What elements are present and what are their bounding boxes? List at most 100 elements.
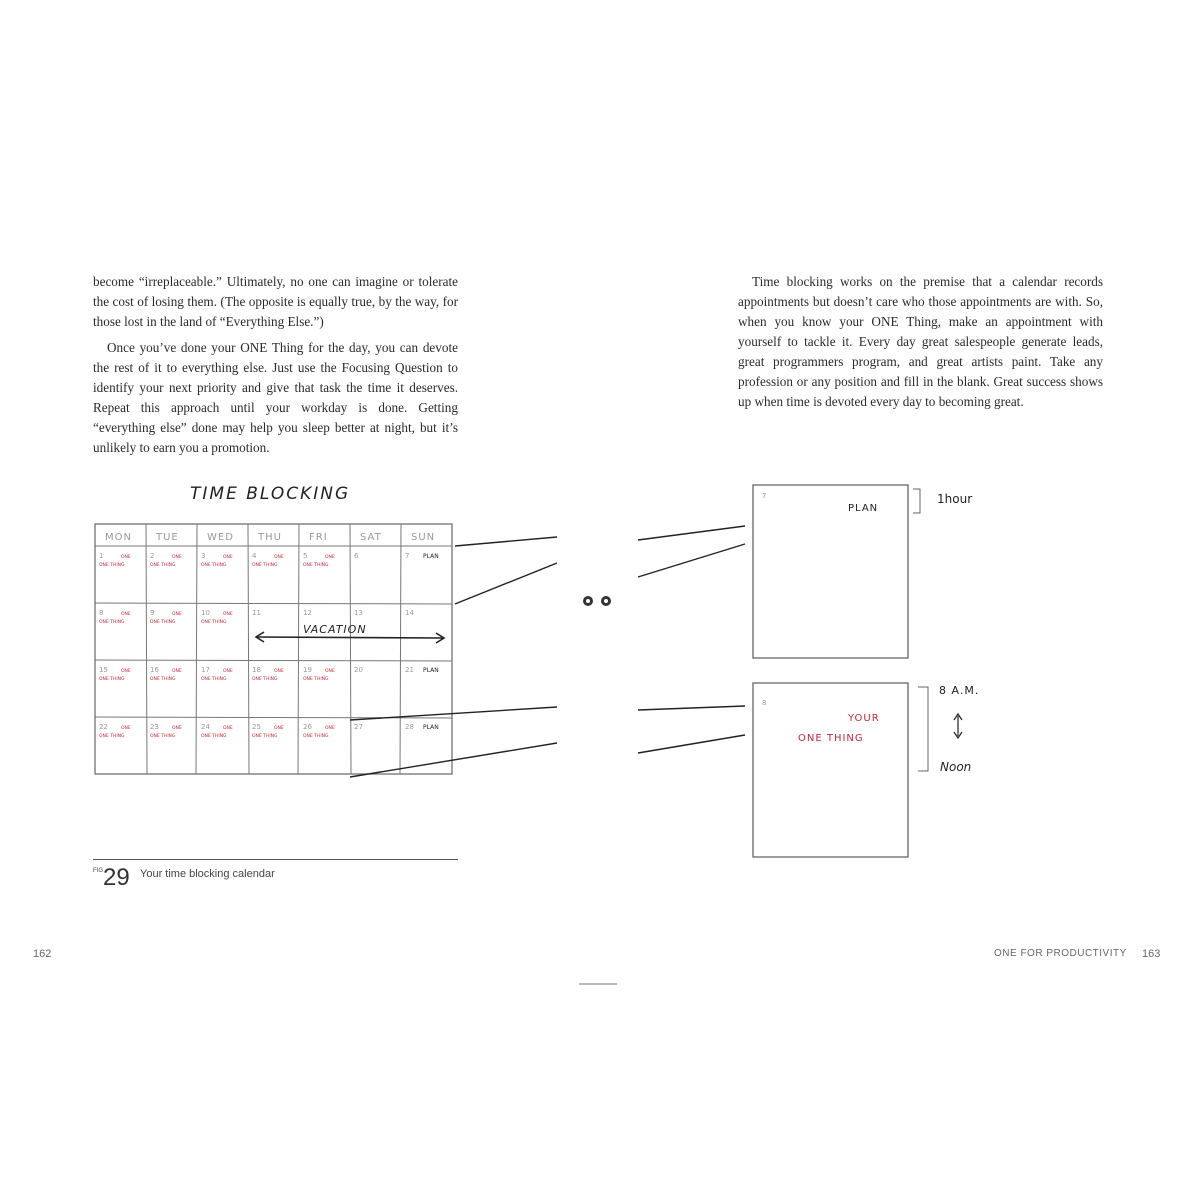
one-thing-note: ONE THING — [252, 676, 278, 682]
one-thing-note: ONE THING — [252, 562, 278, 568]
one-thing-note: ONE THING — [99, 619, 125, 625]
date-number: 11 — [252, 609, 261, 617]
one-thing-note: ONE — [223, 554, 233, 560]
one-thing-note: ONE — [172, 668, 182, 674]
time-arrow-heads — [953, 712, 963, 740]
left-paragraph-1: become “irreplaceable.” Ultimately, no o… — [93, 274, 458, 329]
one-thing-note: ONE THING — [99, 562, 125, 568]
figure-caption: Your time blocking calendar — [140, 868, 275, 880]
date-number: 16 — [150, 666, 159, 674]
separator-dot-center — [604, 599, 608, 603]
calendar-row-line — [94, 602, 453, 605]
date-number: 17 — [201, 666, 210, 674]
calendar-col-line — [195, 523, 198, 775]
date-number: 9 — [150, 609, 154, 617]
one-thing-note: ONE THING — [303, 676, 329, 682]
calendar-col-line — [349, 523, 352, 775]
date-number: 5 — [303, 552, 307, 560]
connector-line — [454, 562, 558, 605]
one-thing-note: ONE — [325, 668, 335, 674]
one-thing-note: ONE THING — [150, 733, 176, 739]
calendar-col-line — [297, 523, 300, 775]
one-thing-note: ONE — [121, 725, 131, 731]
day-header: SAT — [360, 532, 382, 543]
one-thing-note: ONE — [274, 668, 284, 674]
day-header: TUE — [155, 532, 179, 543]
connector-line — [637, 705, 746, 711]
date-number: 24 — [201, 723, 210, 731]
one-thing-note: ONE — [172, 725, 182, 731]
date-number: 23 — [150, 723, 159, 731]
calendar-col-line — [145, 523, 148, 775]
gutter-mark — [579, 983, 617, 985]
calendar-row-line — [94, 659, 453, 662]
date-number: 26 — [303, 723, 312, 731]
date-number: 4 — [252, 552, 257, 560]
date-number: 20 — [354, 666, 363, 674]
calendar-col-line — [247, 523, 250, 775]
page-number-right: 163 — [1142, 948, 1161, 960]
plan-bracket — [913, 488, 921, 514]
vacation-arrow-head-right — [435, 632, 446, 644]
one-thing-note: ONE — [172, 554, 182, 560]
one-thing-box — [752, 682, 909, 858]
connector-line — [637, 525, 746, 541]
date-number: 12 — [303, 609, 312, 617]
plan-note: PLAN — [423, 553, 439, 560]
day-header: FRI — [309, 532, 328, 543]
connector-line — [349, 706, 558, 721]
one-thing-note: ONE THING — [201, 619, 227, 625]
left-paragraph-2: Once you’ve done your ONE Thing for the … — [93, 340, 458, 455]
plan-box — [752, 484, 909, 659]
vacation-arrow-head-left — [254, 631, 265, 643]
date-number: 13 — [354, 609, 363, 617]
date-number: 21 — [405, 666, 414, 674]
date-number: 1 — [99, 552, 103, 560]
figure-label: FIG — [93, 868, 103, 874]
date-number: 7 — [405, 552, 409, 560]
connector-line — [637, 734, 746, 754]
plan-box-date: 7 — [762, 492, 766, 500]
one-thing-note: ONE THING — [201, 562, 227, 568]
plan-note: PLAN — [423, 724, 439, 731]
one-thing-note: ONE — [223, 725, 233, 731]
one-thing-note: ONE — [172, 611, 182, 617]
one-thing-note: ONE THING — [303, 562, 329, 568]
day-header: SUN — [411, 532, 435, 543]
calendar-frame — [94, 523, 453, 775]
date-number: 15 — [99, 666, 108, 674]
date-number: 8 — [99, 609, 103, 617]
date-number: 25 — [252, 723, 261, 731]
one-thing-note: ONE — [121, 554, 131, 560]
page-number-left: 162 — [33, 948, 52, 960]
one-thing-note: ONE THING — [99, 676, 125, 682]
caption-rule — [93, 859, 458, 860]
running-head: ONE FOR PRODUCTIVITY — [994, 948, 1127, 959]
date-number: 10 — [201, 609, 210, 617]
one-thing-note: ONE THING — [252, 733, 278, 739]
one-thing-note: ONE THING — [150, 562, 176, 568]
separator-dot-center — [586, 599, 590, 603]
vacation-arrow — [255, 636, 445, 639]
vacation-label: VACATION — [303, 623, 367, 636]
date-number: 6 — [354, 552, 359, 560]
one-thing-note: ONE THING — [201, 733, 227, 739]
day-header: WED — [207, 532, 234, 543]
right-paragraph-1: Time blocking works on the premise that … — [738, 274, 1103, 409]
date-number: 18 — [252, 666, 261, 674]
one-thing-note: ONE — [121, 668, 131, 674]
one-thing-note: ONE THING — [303, 733, 329, 739]
day-header: THU — [257, 532, 282, 543]
plan-duration: 1hour — [937, 492, 972, 506]
one-thing-box-date: 8 — [762, 699, 766, 707]
separator-dots — [583, 596, 611, 606]
date-number: 22 — [99, 723, 108, 731]
date-number: 28 — [405, 723, 414, 731]
date-number: 27 — [354, 723, 363, 731]
date-number: 19 — [303, 666, 312, 674]
start-time: 8 A.M. — [939, 684, 979, 697]
plan-note: PLAN — [423, 667, 439, 674]
date-number: 14 — [405, 609, 414, 617]
date-number: 2 — [150, 552, 154, 560]
